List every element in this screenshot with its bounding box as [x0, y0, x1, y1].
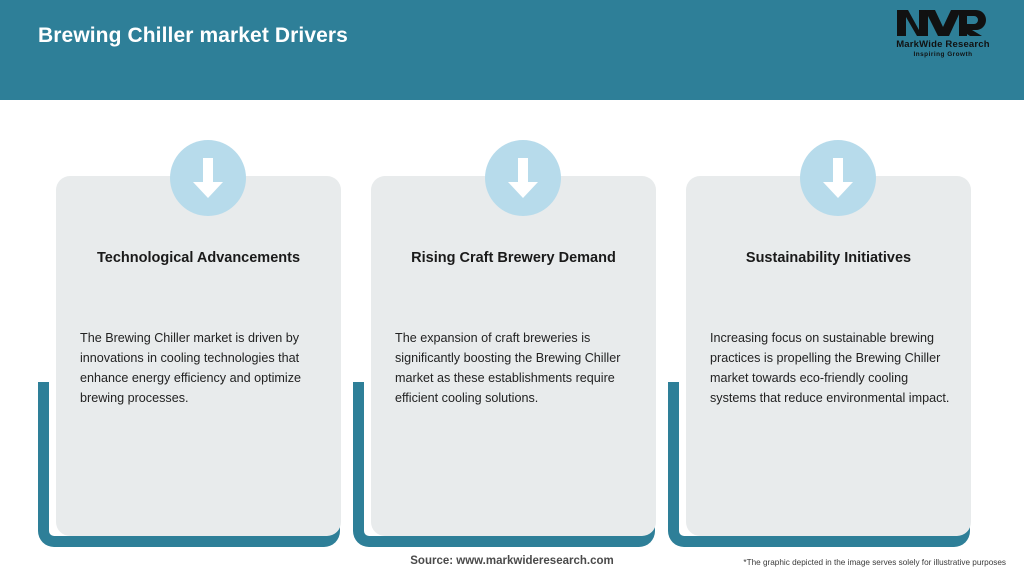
- brand-logo: MarkWide Research Inspiring Growth: [884, 8, 1002, 60]
- disclaimer-note: *The graphic depicted in the image serve…: [743, 558, 1006, 567]
- driver-card[interactable]: Rising Craft Brewery Demand The expansio…: [371, 140, 656, 536]
- logo-name: MarkWide Research: [896, 39, 990, 50]
- card-title: Technological Advancements: [96, 250, 301, 266]
- mwr-logo-icon: [884, 8, 1002, 38]
- source-note: Source: www.markwideresearch.com: [410, 555, 614, 567]
- driver-card[interactable]: Technological Advancements The Brewing C…: [56, 140, 341, 536]
- card-body: The expansion of craft breweries is sign…: [395, 331, 621, 405]
- card-title: Sustainability Initiatives: [745, 250, 912, 266]
- down-arrow-icon: [485, 140, 561, 216]
- driver-card-group: Rising Craft Brewery Demand The expansio…: [353, 0, 689, 576]
- card-body: The Brewing Chiller market is driven by …: [80, 331, 301, 405]
- arrow-glyph: [191, 156, 225, 200]
- card-title: Rising Craft Brewery Demand: [411, 250, 616, 266]
- header-bar: Brewing Chiller market Drivers MarkWide …: [0, 0, 1024, 100]
- driver-card-group: Technological Advancements The Brewing C…: [38, 0, 374, 576]
- arrow-glyph: [506, 156, 540, 200]
- driver-card-group: Sustainability Initiatives Increasing fo…: [668, 0, 1004, 576]
- arrow-glyph: [821, 156, 855, 200]
- down-arrow-icon: [800, 140, 876, 216]
- driver-card[interactable]: Sustainability Initiatives Increasing fo…: [686, 140, 971, 536]
- page-title: Brewing Chiller market Drivers: [38, 24, 348, 47]
- logo-tagline: Inspiring Growth: [913, 51, 973, 58]
- down-arrow-icon: [170, 140, 246, 216]
- card-body: Increasing focus on sustainable brewing …: [710, 331, 950, 405]
